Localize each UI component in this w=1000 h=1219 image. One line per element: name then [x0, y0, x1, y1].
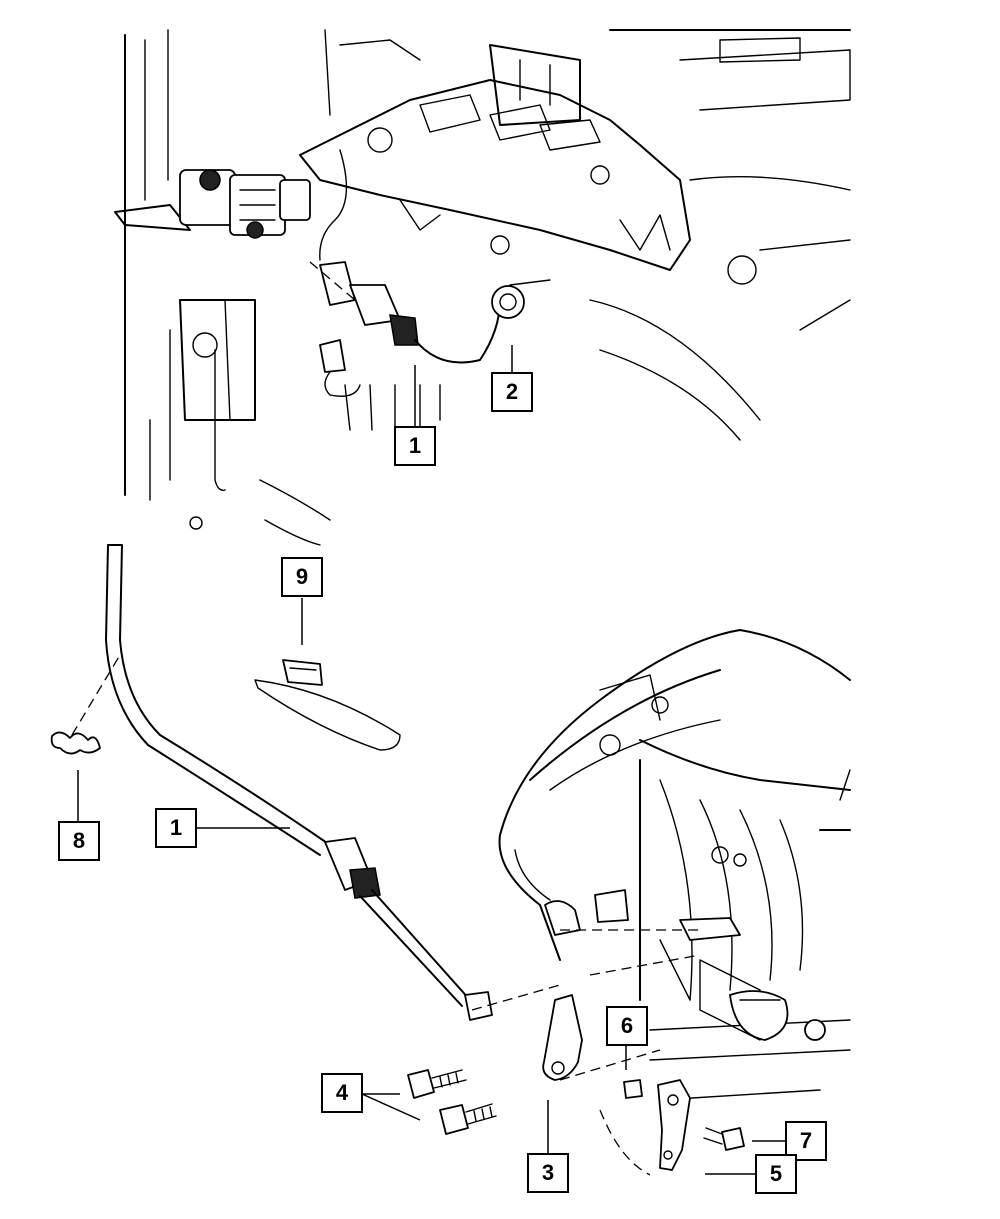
- callout-label: 8: [72, 828, 86, 853]
- bolts-4: [407, 1069, 497, 1135]
- shifter-lock-assembly: [114, 169, 311, 239]
- body-panel: [124, 29, 851, 546]
- shift-lever-5: [599, 1079, 691, 1176]
- callout-label: 1: [408, 433, 422, 458]
- pedal-bracket: [299, 44, 691, 271]
- callout-1-lower: 1: [155, 808, 197, 848]
- callout-label: 9: [295, 564, 309, 589]
- nut-6: [623, 1079, 643, 1099]
- callout-9: 9: [281, 557, 323, 597]
- cable-bracket-3: [542, 994, 583, 1081]
- callout-label: 3: [541, 1160, 555, 1185]
- callout-label: 2: [505, 379, 519, 404]
- transmission-housing: [498, 629, 851, 1101]
- callout-1-upper: 1: [394, 426, 436, 466]
- callout-label: 4: [335, 1080, 349, 1105]
- callout-8: 8: [58, 821, 100, 861]
- callout-label: 1: [169, 815, 183, 840]
- callout-4: 4: [321, 1073, 363, 1113]
- shift-lever-assembly: [559, 917, 741, 1081]
- callout-label: 7: [799, 1128, 813, 1153]
- cable-upper-end: [309, 261, 551, 431]
- callout-5: 5: [755, 1154, 797, 1194]
- shift-cable: [105, 544, 561, 1021]
- callout-3: 3: [527, 1153, 569, 1193]
- retainer-clip-8: [50, 654, 121, 755]
- callout-label: 5: [769, 1161, 783, 1186]
- callout-2: 2: [491, 372, 533, 412]
- callout-6: 6: [606, 1006, 648, 1046]
- leader-lines: [77, 345, 785, 1175]
- cable-clip-9: [254, 659, 401, 751]
- callout-label: 6: [620, 1013, 634, 1038]
- bolt-7: [703, 1127, 745, 1151]
